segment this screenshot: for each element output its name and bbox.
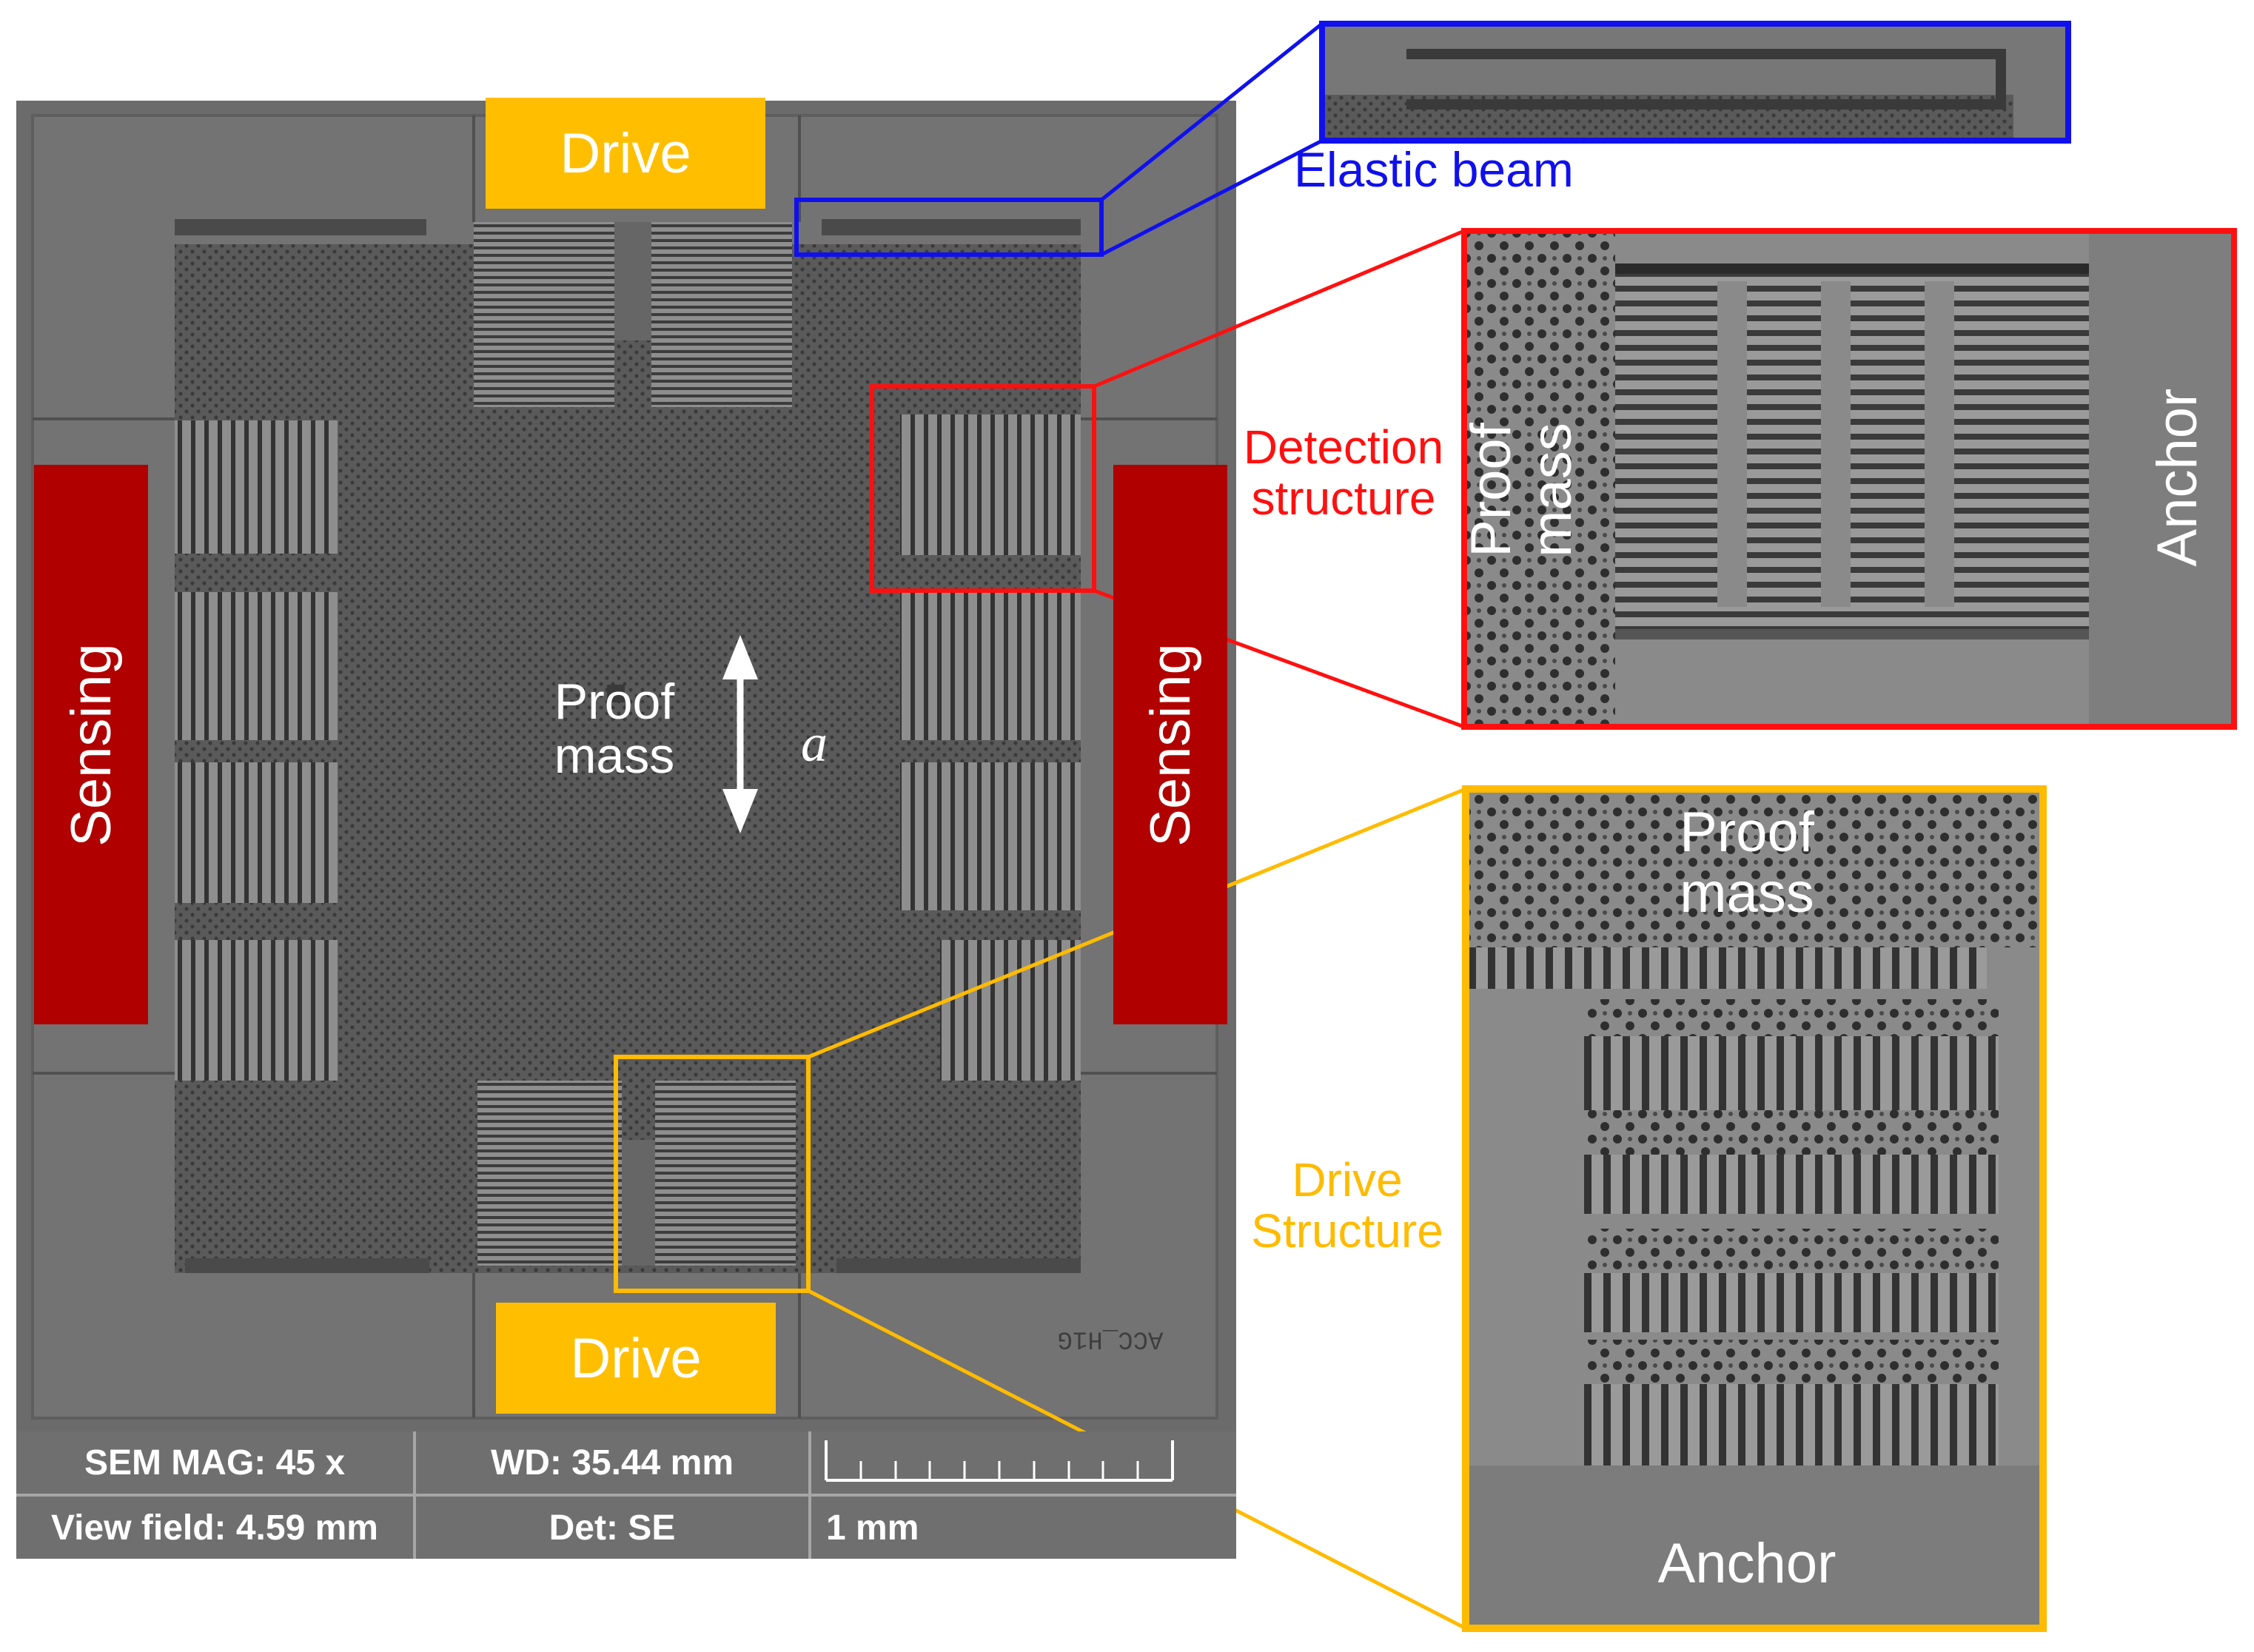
sem-detector: Det: SE [549, 1508, 676, 1548]
chip-marking: ACC_H1G [1057, 1324, 1164, 1353]
sem-working-distance: WD: 35.44 mm [490, 1443, 734, 1483]
sem-col-divider-2 [808, 1431, 811, 1559]
sem-mag: SEM MAG: 45 x [84, 1443, 346, 1483]
sensing-right-label: Sensing [1113, 465, 1227, 1024]
acceleration-arrow [722, 635, 758, 833]
sensing-left-label: Sensing [34, 465, 148, 1024]
sem-view-field: View field: 4.59 mm [51, 1508, 378, 1548]
sem-col-divider-1 [413, 1431, 416, 1559]
elastic-beam-callout [794, 21, 2071, 257]
detection-proof-mass-label: Proof mass [1459, 423, 1583, 557]
drive-proof-mass-label: Proof mass [1680, 801, 1814, 925]
sem-row-divider [16, 1494, 1236, 1497]
drive-structure-callout [614, 785, 2047, 1632]
elastic-beam-label: Elastic beam [1294, 142, 1574, 197]
acceleration-symbol: a [801, 713, 828, 773]
drive-structure-label: Drive Structure [1251, 1153, 1443, 1258]
proof-mass-center-label: Proof mass [554, 674, 675, 785]
sem-scale-bar [825, 1440, 1174, 1482]
drive-bottom-label: Drive [496, 1303, 776, 1414]
drive-anchor-label: Anchor [1657, 1532, 1837, 1595]
detection-structure-label: Detection structure [1243, 420, 1444, 526]
detection-anchor-label: Anchor [2145, 388, 2209, 567]
sem-scale-label: 1 mm [826, 1508, 919, 1548]
drive-top-label: Drive [486, 98, 765, 209]
sem-info-bar: SEM MAG: 45 x WD: 35.44 mm View field: 4… [16, 1431, 1236, 1559]
sem-main-image [16, 101, 1236, 1431]
detection-structure-callout [870, 228, 2237, 730]
